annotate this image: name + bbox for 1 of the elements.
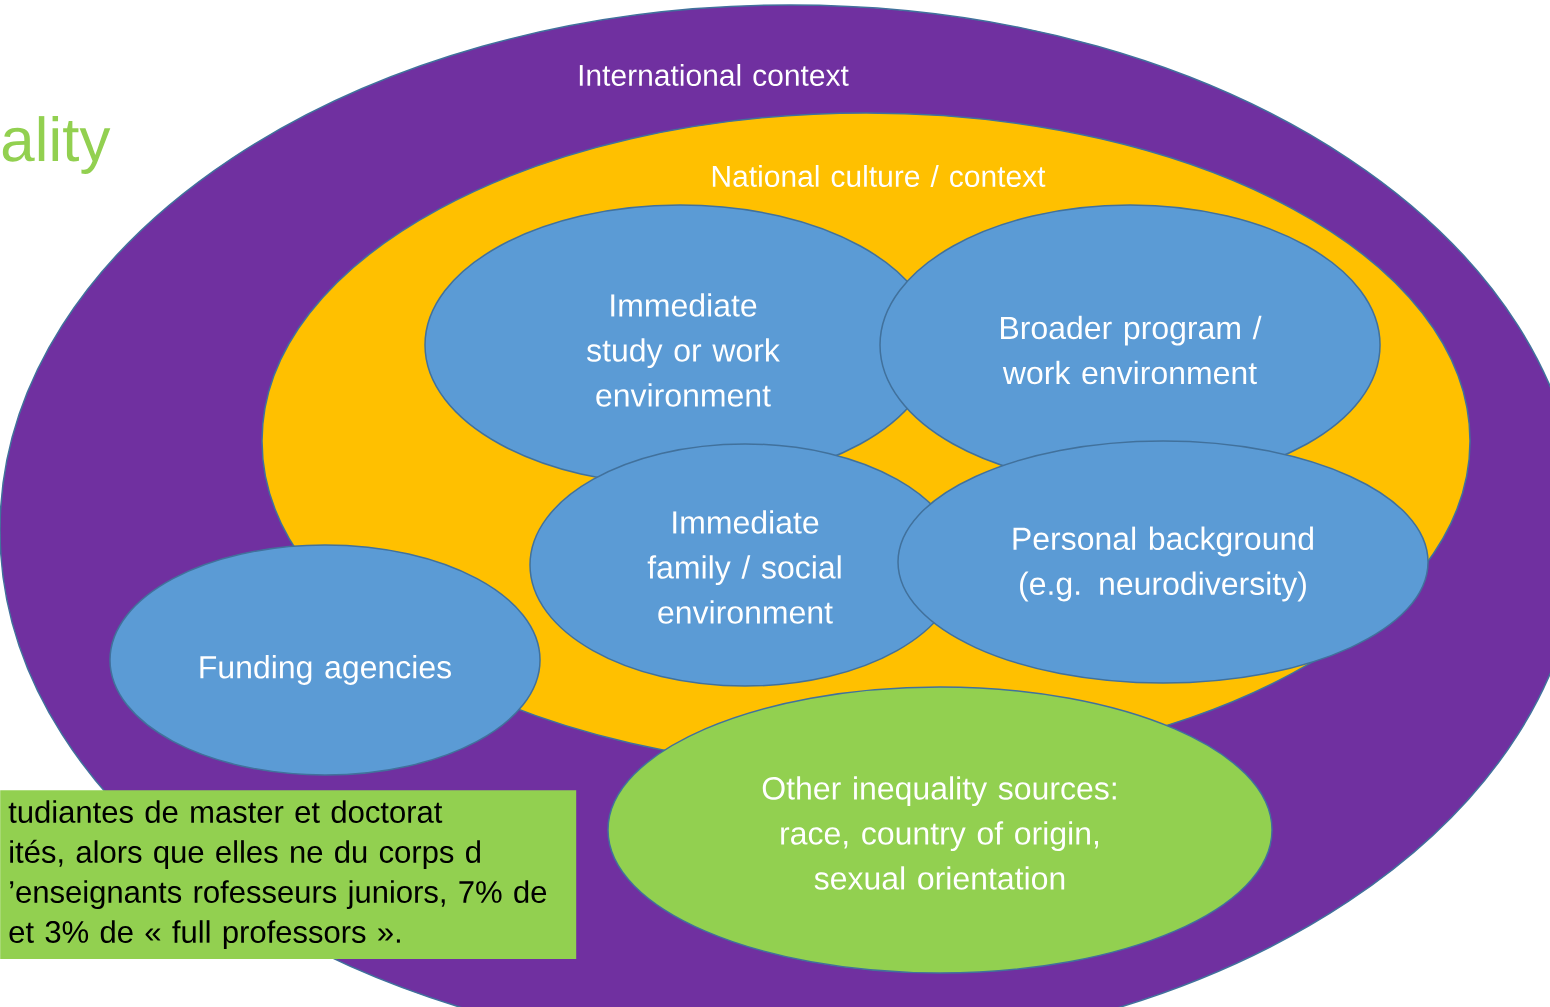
slide-title: ality	[2, 116, 111, 174]
